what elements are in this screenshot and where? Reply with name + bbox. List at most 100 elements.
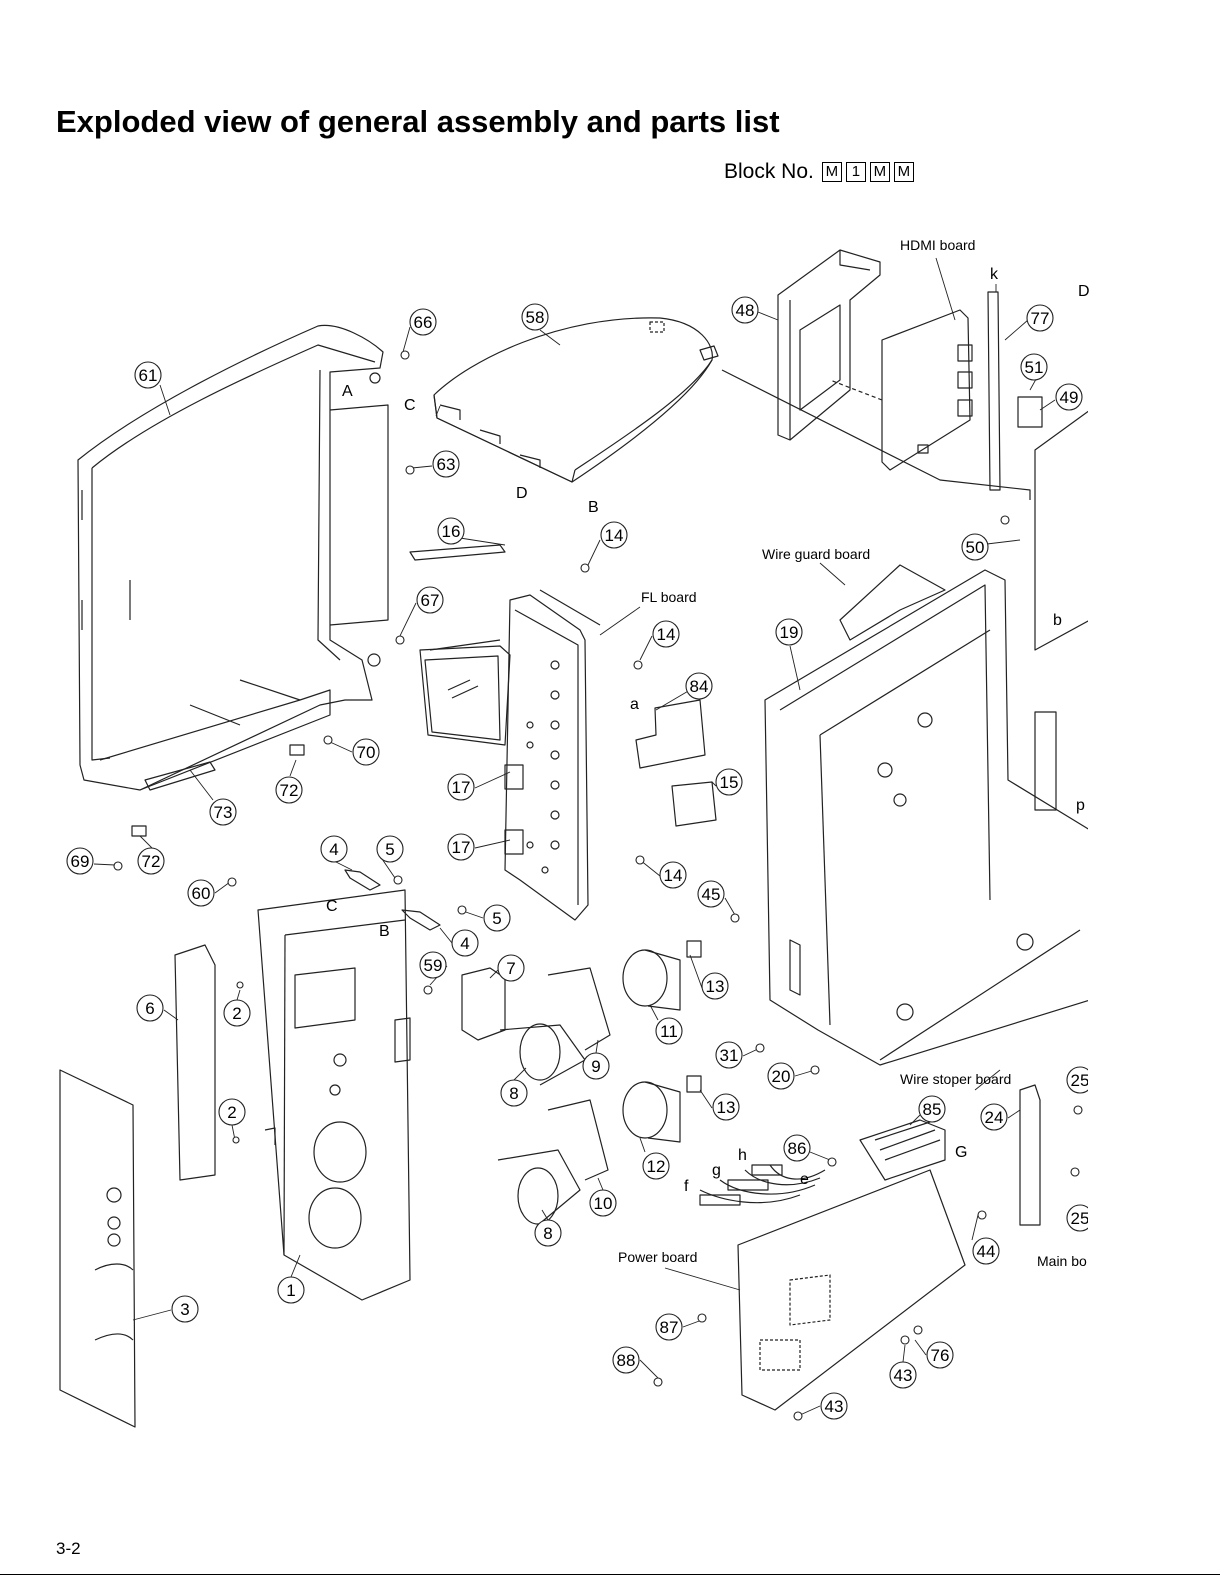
part-callout: 14: [659, 861, 687, 889]
block-code-box: M: [869, 162, 890, 182]
part-callout-circle: [1066, 1204, 1088, 1232]
part-number: 24: [985, 1108, 1004, 1127]
leader-lines: [93, 257, 1056, 1416]
hdmi-bracket-part: [721, 249, 1031, 500]
connection-letter: g: [712, 1162, 721, 1179]
part-callout-circle: [701, 972, 729, 1000]
connection-letter: f: [684, 1178, 689, 1195]
part-callout-circle: [277, 1276, 305, 1304]
part-callout-circle: [655, 1313, 683, 1341]
part-callout-circle: [589, 1189, 617, 1217]
part-callout: 17: [447, 833, 475, 861]
part-number: 58: [526, 308, 545, 327]
part-number: 7: [506, 959, 515, 978]
part-callout: 88: [612, 1346, 640, 1374]
front-panel-part: [257, 889, 411, 1301]
connection-letter: C: [326, 898, 338, 915]
knob-assembly: [497, 940, 702, 1226]
part-number: 20: [772, 1067, 791, 1086]
part-callout-circle: [642, 1152, 670, 1180]
bottom-rule: [0, 1574, 1220, 1575]
part-callout-circle: [320, 835, 348, 863]
part-number: 12: [647, 1157, 666, 1176]
part-callout: 43: [889, 1361, 917, 1389]
part-callout-circle: [136, 994, 164, 1022]
part-number: 48: [736, 301, 755, 320]
board-label: HDMI board: [900, 237, 975, 253]
part-callout: 31: [715, 1041, 743, 1069]
connection-letter: a: [630, 696, 639, 713]
part-callout: 51: [1020, 353, 1048, 381]
top-lid-part: [433, 317, 719, 483]
part-callout-circle: [451, 929, 479, 957]
part-callout-circle: [134, 361, 162, 389]
connection-letter: p: [1076, 797, 1085, 814]
part-number: 85: [923, 1100, 942, 1119]
label-strip: [144, 761, 216, 791]
part-number: 31: [720, 1046, 739, 1065]
part-callout: 69: [66, 847, 94, 875]
block-code: M 1 M M: [821, 162, 914, 182]
power-board-part: [699, 1164, 966, 1411]
part-number: 14: [605, 526, 624, 545]
board-label: Main bo: [1037, 1253, 1087, 1269]
part-number: 13: [706, 977, 725, 996]
connection-letter: G: [955, 1144, 967, 1161]
part-number: 14: [664, 866, 683, 885]
part-callout: 58: [521, 303, 549, 331]
part-callout: 50: [961, 533, 989, 561]
part-callout: 85: [918, 1095, 946, 1123]
part-callout-circle: [655, 1017, 683, 1045]
part-number: 44: [977, 1242, 996, 1261]
part-callout-circle: [352, 738, 380, 766]
part-number: 51: [1025, 358, 1044, 377]
part-callout: 59: [419, 951, 447, 979]
part-callout-circle: [612, 1346, 640, 1374]
part-callout-circle: [685, 672, 713, 700]
part-callout-circle: [918, 1095, 946, 1123]
part-callout-partial: 25: [1066, 1066, 1088, 1094]
part-callout-circle: [437, 517, 465, 545]
part-callout: 4: [320, 835, 348, 863]
part-callout: 1: [277, 1276, 305, 1304]
part-number: 43: [825, 1397, 844, 1416]
part-callout: 66: [409, 308, 437, 336]
flex-cable: [987, 291, 1001, 491]
board-label: Wire guard board: [762, 546, 870, 562]
part-callout: 17: [447, 773, 475, 801]
part-number: 72: [280, 781, 299, 800]
part-callout: 2: [223, 999, 251, 1027]
part-callout-circle: [187, 879, 215, 907]
part-callout: 48: [731, 296, 759, 324]
connection-letter: b: [1053, 612, 1062, 629]
part-callout-circle: [275, 776, 303, 804]
part-number: 50: [966, 538, 985, 557]
part-callout: 44: [972, 1237, 1000, 1265]
part-number: 2: [227, 1103, 236, 1122]
part-number: 8: [543, 1224, 552, 1243]
connection-letter: h: [738, 1147, 747, 1164]
part-number: 13: [717, 1098, 736, 1117]
block-number: Block No. M 1 M M: [724, 160, 914, 184]
part-callout: 14: [600, 521, 628, 549]
screws: [113, 350, 1083, 1421]
part-number: 17: [452, 778, 471, 797]
part-callout-circle: [731, 296, 759, 324]
part-callout-circle: [1055, 383, 1083, 411]
part-number: 8: [509, 1084, 518, 1103]
part-number: 69: [71, 852, 90, 871]
part-number: 17: [452, 838, 471, 857]
connection-letter: B: [588, 499, 599, 516]
part-callout: 67: [416, 586, 444, 614]
pad: [131, 825, 147, 837]
part-number: 43: [894, 1366, 913, 1385]
label-pad: [1017, 396, 1043, 428]
main-chassis-part: [764, 564, 1088, 1066]
part-number: 60: [192, 884, 211, 903]
part-callout-circle: [497, 954, 525, 982]
part-callout-circle: [376, 835, 404, 863]
part-callout-circle: [659, 861, 687, 889]
